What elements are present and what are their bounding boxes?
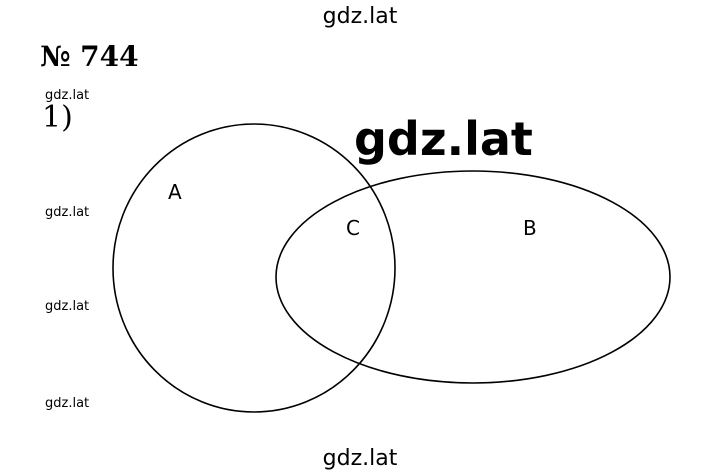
watermark-top: gdz.lat xyxy=(322,4,398,29)
set-b-ellipse xyxy=(275,170,671,384)
intersection-label: C xyxy=(346,216,360,240)
set-a-circle xyxy=(112,123,396,413)
set-b-label: B xyxy=(523,216,537,240)
watermark-small: gdz.lat xyxy=(45,88,90,103)
watermark-bottom: gdz.lat xyxy=(322,446,398,471)
set-a-label: A xyxy=(168,180,182,204)
watermark-small: gdz.lat xyxy=(45,396,90,411)
part-label: 1) xyxy=(42,100,73,135)
watermark-small: gdz.lat xyxy=(45,299,90,314)
watermark-large: gdz.lat xyxy=(354,112,533,166)
problem-number: № 744 xyxy=(40,40,139,73)
watermark-small: gdz.lat xyxy=(45,205,90,220)
